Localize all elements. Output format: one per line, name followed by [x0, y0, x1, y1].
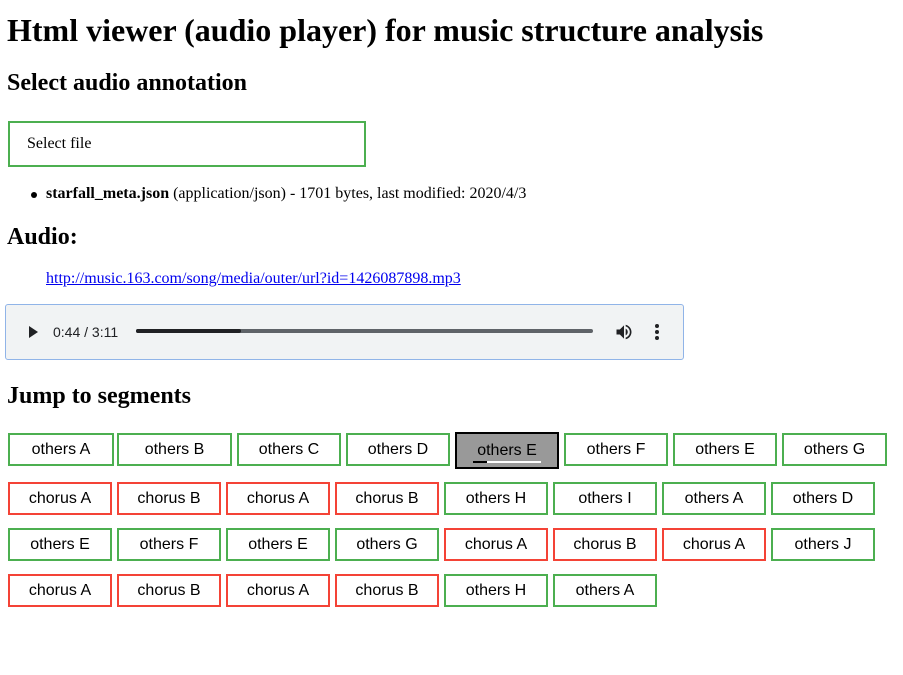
select-file-button[interactable]: Select file — [8, 121, 366, 167]
segment-button-chorus[interactable]: chorus A — [662, 528, 766, 561]
segment-button-chorus[interactable]: chorus B — [117, 482, 221, 515]
select-file-label: Select file — [27, 135, 92, 152]
segment-button-others[interactable]: others E — [673, 433, 777, 466]
segment-button-others[interactable]: others G — [782, 433, 887, 466]
segment-button-chorus[interactable]: chorus A — [226, 482, 330, 515]
segment-button-others[interactable]: others A — [553, 574, 657, 607]
segment-button-others[interactable]: others F — [117, 528, 221, 561]
segment-button-others[interactable]: others E — [455, 432, 559, 469]
file-list-item: starfall_meta.json (application/json) - … — [28, 184, 526, 204]
segment-button-others[interactable]: others B — [117, 433, 232, 466]
file-details: (application/json) - 1701 bytes, last mo… — [169, 185, 527, 202]
segment-button-chorus[interactable]: chorus A — [8, 574, 112, 607]
segment-button-others[interactable]: others A — [662, 482, 766, 515]
select-annotation-heading: Select audio annotation — [7, 70, 248, 96]
page-title: Html viewer (audio player) for music str… — [7, 12, 764, 48]
segment-button-chorus[interactable]: chorus A — [226, 574, 330, 607]
segment-button-others[interactable]: others G — [335, 528, 439, 561]
segment-button-others[interactable]: others D — [771, 482, 875, 515]
segment-button-others[interactable]: others D — [346, 433, 450, 466]
segment-button-chorus[interactable]: chorus B — [553, 528, 657, 561]
audio-heading: Audio: — [7, 224, 78, 250]
audio-url-link[interactable]: http://music.163.com/song/media/outer/ur… — [46, 270, 461, 287]
segment-button-chorus[interactable]: chorus B — [335, 574, 439, 607]
segment-button-others[interactable]: others H — [444, 482, 548, 515]
seek-bar-progress — [136, 329, 242, 333]
segment-button-chorus[interactable]: chorus B — [117, 574, 221, 607]
segment-button-chorus[interactable]: chorus A — [8, 482, 112, 515]
segment-button-others[interactable]: others E — [226, 528, 330, 561]
seek-bar[interactable] — [136, 329, 593, 333]
segment-button-others[interactable]: others H — [444, 574, 548, 607]
audio-player[interactable]: 0:44 / 3:11 — [5, 304, 684, 360]
file-name: starfall_meta.json — [46, 185, 170, 202]
more-options-icon[interactable] — [647, 322, 667, 342]
segment-button-others[interactable]: others C — [237, 433, 341, 466]
segment-button-chorus[interactable]: chorus B — [335, 482, 439, 515]
volume-icon[interactable] — [614, 322, 634, 342]
play-icon[interactable] — [25, 324, 41, 340]
segment-button-others[interactable]: others I — [553, 482, 657, 515]
jump-to-segments-heading: Jump to segments — [7, 383, 191, 409]
playback-time: 0:44 / 3:11 — [53, 324, 119, 340]
segment-button-others[interactable]: others J — [771, 528, 875, 561]
segment-button-others[interactable]: others E — [8, 528, 112, 561]
segment-button-others[interactable]: others A — [8, 433, 114, 466]
segment-button-others[interactable]: others F — [564, 433, 668, 466]
file-list: starfall_meta.json (application/json) - … — [28, 184, 526, 204]
segment-button-chorus[interactable]: chorus A — [444, 528, 548, 561]
